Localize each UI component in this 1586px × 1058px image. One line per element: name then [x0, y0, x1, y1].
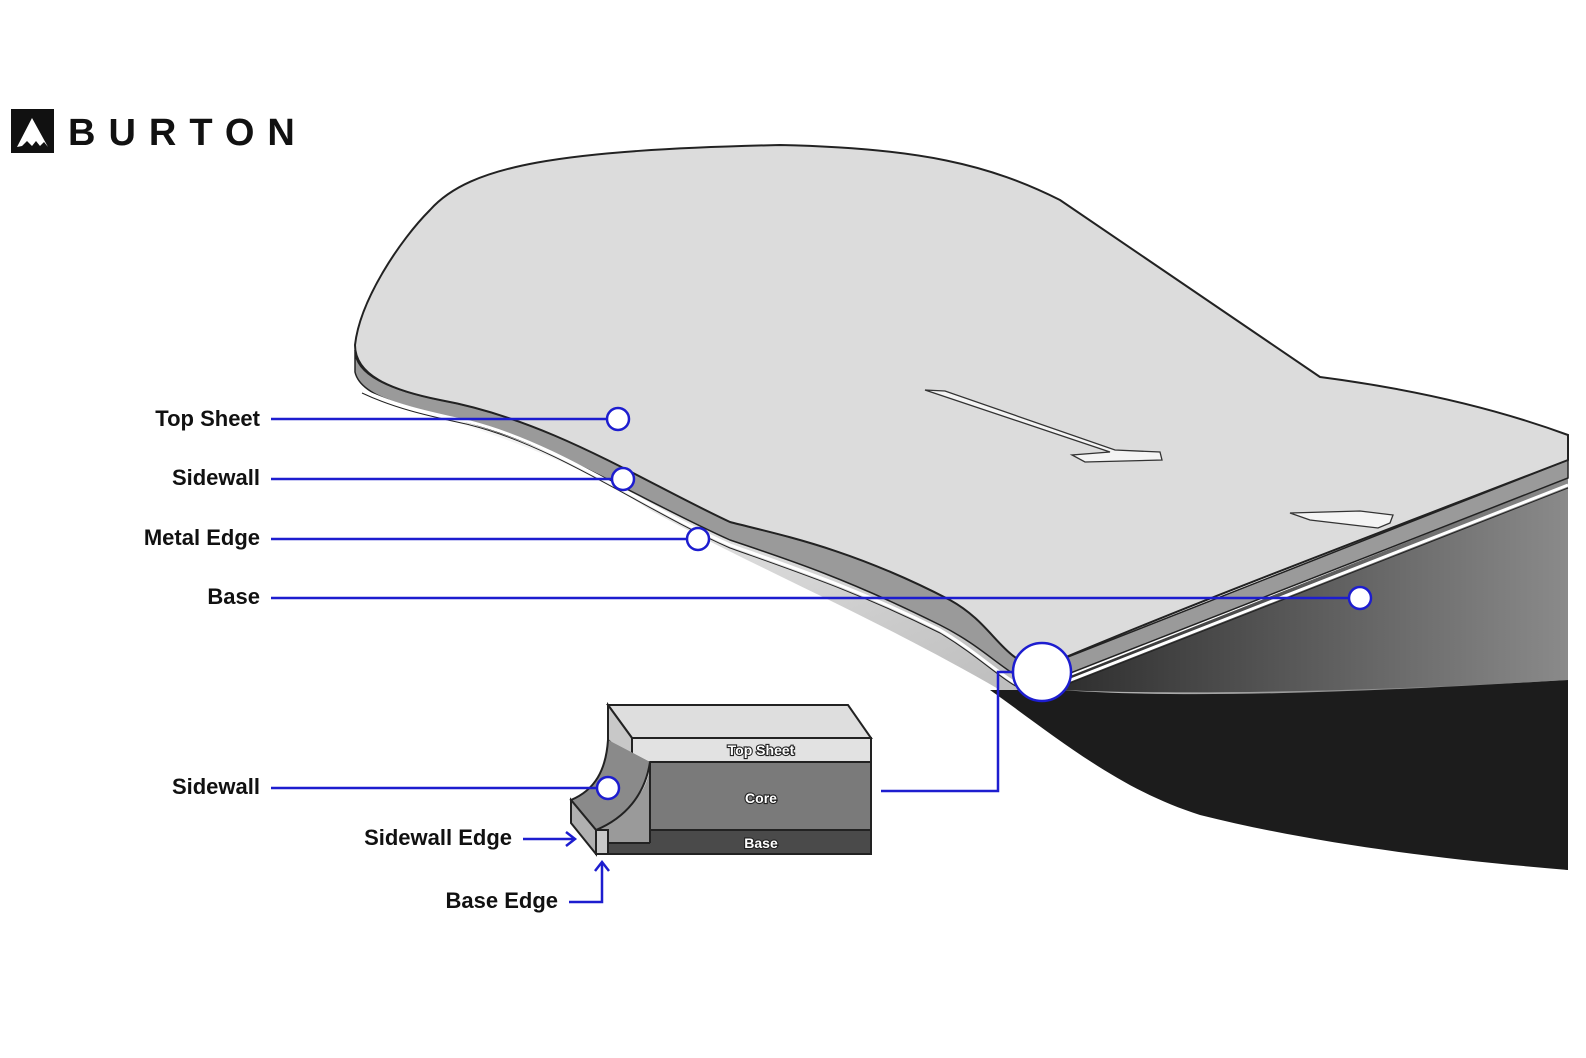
- burton-logo: BURTON: [11, 109, 308, 154]
- cs-top-face: [606, 704, 873, 739]
- label-sidewall: Sidewall: [172, 465, 260, 490]
- board-top-sheet: [353, 143, 1569, 670]
- binding-insert-front: [924, 389, 1163, 463]
- callout-sidewall: Sidewall: [172, 465, 636, 492]
- callout-base-edge: Base Edge: [446, 859, 610, 913]
- marker-dot: [685, 526, 711, 552]
- cs-top-sheet: [631, 737, 872, 763]
- cs-label-base: Base: [744, 835, 778, 851]
- callout-sidewall-detail: Sidewall: [172, 774, 621, 801]
- callout-top-sheet: Top Sheet: [155, 406, 631, 432]
- callout-metal-edge: Metal Edge: [144, 525, 711, 552]
- marker-dot: [605, 406, 631, 432]
- binding-insert-rear: [1289, 510, 1394, 529]
- detail-zoom-marker: [1011, 641, 1073, 703]
- label-sidewall-detail: Sidewall: [172, 774, 260, 799]
- cs-base-edge: [595, 829, 609, 855]
- marker-dot: [1347, 585, 1373, 611]
- board-base-underside: [990, 680, 1568, 870]
- label-base-edge: Base Edge: [446, 888, 559, 913]
- cs-core: [649, 761, 872, 831]
- cs-label-top-sheet: Top Sheet: [728, 742, 795, 758]
- detail-leader: [881, 670, 1012, 793]
- cs-label-core: Core: [745, 790, 777, 806]
- marker-dot: [610, 466, 636, 492]
- arrow-up-icon: [594, 859, 610, 872]
- brand-wordmark: BURTON: [68, 112, 308, 154]
- arrow-right-icon: [565, 831, 578, 847]
- callout-base: Base: [207, 584, 1373, 611]
- callout-sidewall-edge: Sidewall Edge: [364, 825, 578, 850]
- label-metal-edge: Metal Edge: [144, 525, 260, 550]
- marker-dot: [595, 775, 621, 801]
- label-top-sheet: Top Sheet: [155, 406, 260, 431]
- label-base: Base: [207, 584, 260, 609]
- label-sidewall-edge: Sidewall Edge: [364, 825, 512, 850]
